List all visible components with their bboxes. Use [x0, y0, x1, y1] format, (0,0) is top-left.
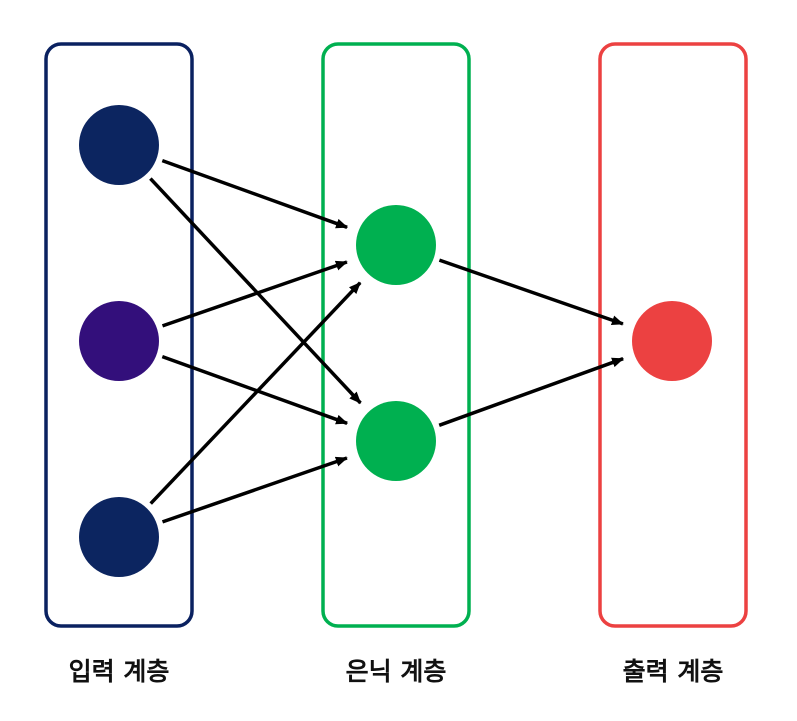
hidden-node-2 [356, 401, 436, 481]
hidden-layer-box [321, 42, 471, 628]
connection-arrow-7 [438, 258, 624, 326]
connection-arrow-1 [161, 158, 349, 229]
input-node-2 [79, 301, 159, 381]
connection-arrow-4 [161, 354, 349, 425]
connection-arrow-6 [161, 456, 348, 524]
connection-arrow-5 [149, 281, 362, 505]
input-layer-box [44, 42, 194, 628]
connection-arrow-2 [149, 177, 362, 405]
hidden-node-1 [356, 205, 436, 285]
hidden-layer-label: 은닉 계층 [345, 657, 447, 686]
output-node-1 [632, 301, 712, 381]
input-node-3 [79, 497, 159, 577]
input-node-1 [79, 105, 159, 185]
input-layer-label: 입력 계층 [68, 657, 170, 686]
output-layer-box [598, 42, 748, 628]
connection-arrow-8 [438, 357, 625, 427]
output-layer-label: 출력 계층 [622, 657, 724, 686]
connection-arrow-3 [161, 260, 348, 328]
